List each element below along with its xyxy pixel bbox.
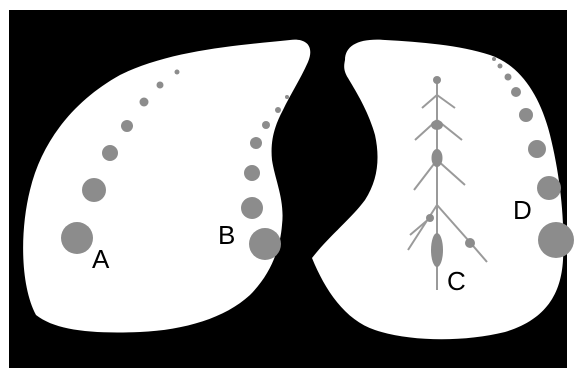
nodule (465, 238, 475, 248)
label-c: C (447, 266, 466, 296)
nodule (431, 233, 443, 267)
label-d: D (513, 195, 532, 225)
nodule (492, 57, 496, 61)
nodule (121, 120, 133, 132)
nodule (538, 222, 574, 258)
nodule (432, 149, 443, 167)
nodule (262, 121, 270, 129)
nodule (519, 108, 533, 122)
nodule (537, 176, 561, 200)
nodule (157, 82, 164, 89)
nodule (175, 70, 180, 75)
nodule (61, 222, 93, 254)
label-b: B (218, 220, 235, 250)
nodule (498, 64, 503, 69)
nodule (244, 165, 260, 181)
nodule (285, 95, 289, 99)
nodule (275, 107, 281, 113)
label-a: A (92, 244, 110, 274)
nodule (250, 137, 262, 149)
nodule (426, 214, 434, 222)
nodule (511, 87, 521, 97)
nodule (82, 178, 106, 202)
nodule (249, 228, 281, 260)
nodule (102, 145, 118, 161)
nodule (140, 98, 149, 107)
nodule (505, 74, 512, 81)
nodule (241, 197, 263, 219)
nodule (431, 120, 443, 130)
nodule (528, 140, 546, 158)
nodule (433, 76, 441, 84)
